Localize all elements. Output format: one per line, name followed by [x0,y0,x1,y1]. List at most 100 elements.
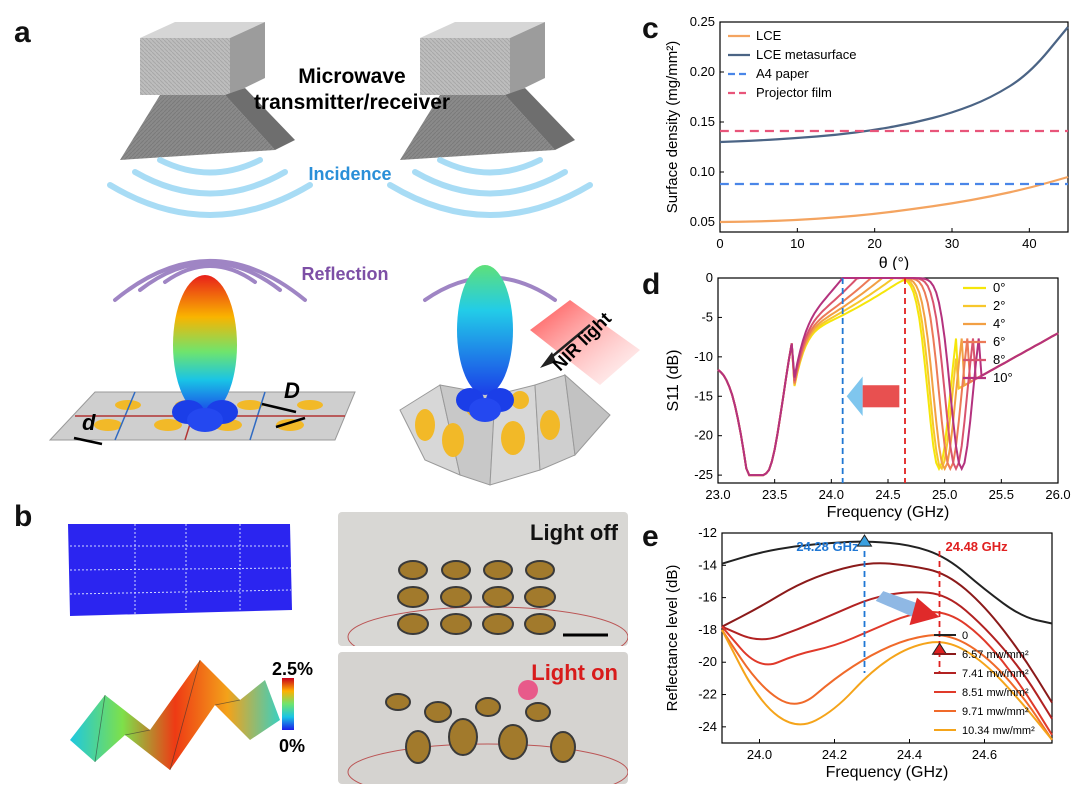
x-tick-label: 24.4 [897,747,922,762]
shift-arrow-head [846,376,863,416]
legend-label: 4° [993,316,1005,331]
panel-label-c: c [642,12,659,45]
y-tick-label: -25 [694,467,713,482]
legend-label: 7.41 mw/mm² [962,668,1029,680]
y-tick-label: 0 [706,270,713,285]
x-tick-label: 25.0 [932,487,957,502]
light-off-label: Light off [530,520,618,545]
nir-beam [530,300,640,385]
legend-label: 9.71 mw/mm² [962,706,1029,718]
legend-label: A4 paper [756,66,809,81]
legend-label: LCE metasurface [756,47,856,62]
series-line [721,610,1053,736]
y-tick-label: -20 [698,654,717,669]
series-line [719,26,1069,144]
panel-label-d: d [642,268,661,301]
radiation-lobe-right [456,265,514,422]
nir-arrowhead [540,352,556,368]
panel-label-b: b [14,500,33,533]
panel-b-simulation: 2.5% 0% [68,524,313,771]
colorbar-max: 2.5% [272,659,313,679]
x-axis-label: Frequency (GHz) [826,764,949,781]
folded-metasurface [399,373,611,486]
x-tick-label: 20 [867,236,881,251]
x-tick-label: 10 [790,236,804,251]
annotation-label: 24.48 GHz [946,539,1009,554]
x-tick-label: 23.5 [762,487,787,502]
legend-label: 6.57 mw/mm² [962,649,1029,661]
x-tick-label: 24.0 [747,747,772,762]
x-tick-label: 24.6 [972,747,997,762]
chart-d: 23.0 23.5 24.0 24.5 25.0 25.5 26.0 0 -5 -10 -15 -20… [665,270,1071,521]
legend-label: 0 [962,630,968,642]
series-line [721,629,1053,741]
photo-light-on: Light on [338,652,628,784]
series-line [721,591,1053,720]
x-tick-label: 0 [716,236,723,251]
panel-label-a: a [14,16,31,49]
x-tick-label: 25.5 [989,487,1014,502]
horn-left [120,22,295,160]
x-axis-label: θ (°) [879,255,909,270]
y-tick-label: 0.20 [690,64,715,79]
horn-title-line2: transmitter/receiver [254,91,450,114]
photo-light-off: Light off [338,512,628,646]
series-line [717,277,1059,477]
radiation-lobe-left [172,275,238,432]
y-axis-label: Reflectance level (dB) [664,565,681,712]
panel-a-illustration: d D NIR light Microwave transmitter/rece… [48,22,640,486]
legend-label: 8° [993,352,1005,367]
y-tick-label: -12 [698,525,717,540]
legend-label: LCE [756,28,782,43]
x-tick-label: 40 [1022,236,1036,251]
legend-label: Projector film [756,85,832,100]
shift-arrow-body [862,385,900,408]
y-tick-label: -20 [694,428,713,443]
legend-label: 2° [993,298,1005,313]
annotation-label: 24.28 GHz [796,539,859,554]
legend-label: 6° [993,334,1005,349]
dim-D-label: D [284,378,300,403]
horn-right [400,22,575,160]
y-tick-label: -16 [698,590,717,605]
light-on-label: Light on [531,660,618,685]
y-tick-label: 0.10 [690,164,715,179]
y-tick-label: -10 [694,349,713,364]
x-tick-label: 24.5 [875,487,900,502]
folded-sheet-sim [70,659,280,771]
shift-arrow-body [875,591,925,619]
peak-marker-blue [856,534,873,547]
nir-arrow [547,324,591,361]
x-tick-label: 23.0 [705,487,730,502]
y-tick-label: -14 [698,557,717,572]
y-tick-label: 0.25 [690,14,715,29]
y-tick-label: -15 [694,388,713,403]
dimension-arrows [73,402,306,446]
y-tick-label: 0.05 [690,214,715,229]
x-tick-label: 30 [945,236,959,251]
y-tick-label: -5 [701,309,713,324]
y-axis-label: Surface density (mg/mm²) [664,41,681,214]
y-tick-label: 0.15 [690,114,715,129]
flat-sheet-sim [68,524,292,616]
dim-d-label: d [82,410,96,435]
incidence-label: Incidence [308,164,391,184]
series-line [719,175,1069,224]
series-line [721,562,1053,704]
axes-frame [719,21,1069,233]
reflection-label: Reflection [301,264,388,284]
peak-marker-red [931,642,948,655]
axes-frame [721,532,1053,744]
series-line [721,629,1053,741]
y-tick-label: -18 [698,622,717,637]
x-tick-label: 26.0 [1045,487,1070,502]
x-tick-label: 24.0 [819,487,844,502]
y-tick-label: -24 [698,719,717,734]
colorbar [282,678,294,730]
panel-label-e: e [642,520,659,553]
x-axis-label: Frequency (GHz) [827,504,950,521]
legend-label: 10° [993,370,1013,385]
horn-title-line1: Microwave [298,65,405,88]
